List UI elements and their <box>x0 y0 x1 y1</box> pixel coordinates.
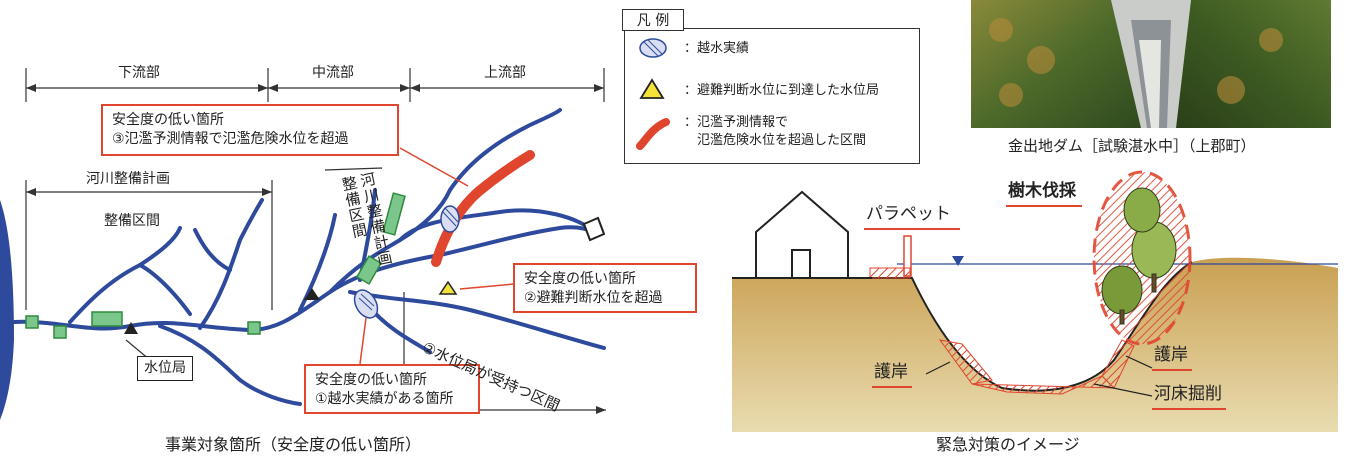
legend-title: 凡 例 <box>622 9 684 31</box>
segment-3 <box>91 311 123 327</box>
river-schematic <box>0 68 606 420</box>
dam-photo <box>971 0 1331 128</box>
estuary-edge <box>0 200 14 420</box>
callout-1-title: 安全度の低い箇所 <box>315 372 427 388</box>
revetment-right-shape <box>1101 339 1135 389</box>
tributary-mid <box>398 208 596 242</box>
tributary-bottom <box>158 324 302 406</box>
revetment-right-underline <box>1152 369 1192 371</box>
legend-exceeded-line1: ：氾濫予測情報で <box>684 115 789 130</box>
segment-6 <box>382 192 406 236</box>
exceeded-legend-icon <box>636 118 670 150</box>
dam-icon <box>582 216 606 242</box>
river-plan-range-label: 整備区間 <box>104 213 160 229</box>
callout-overflow-history: 安全度の低い箇所 ①越水実績がある箇所 <box>304 364 480 414</box>
riverbed-excavation-label: 河床掘削 <box>1154 384 1222 404</box>
tree-felling-underline <box>1006 205 1082 207</box>
callout-danger-level-exceeded: 安全度の低い箇所 ③氾濫予測情報で氾濫危険水位を超過 <box>101 104 399 156</box>
river-plan-label: 河川整備計画 <box>86 171 170 187</box>
tree-felling-label: 樹木伐採 <box>1008 181 1076 201</box>
left-caption: 事業対象箇所（安全度の低い箇所） <box>165 435 422 454</box>
segment-4 <box>247 321 261 335</box>
midstream-label: 中流部 <box>312 65 354 81</box>
legend-exceeded-line2: 氾濫危険水位を超過した区間 <box>684 132 867 148</box>
callout-1-detail: ①越水実績がある箇所 <box>315 390 454 407</box>
upstream-label: 上流部 <box>484 65 526 81</box>
revetment-left-underline <box>872 386 912 388</box>
tributary-south <box>368 306 432 354</box>
callout-evacuation-level-exceeded: 安全度の低い箇所 ②避難判断水位を超過 <box>513 263 697 313</box>
overflow-legend-icon <box>639 38 667 58</box>
parapet-underline <box>864 228 960 230</box>
tributary-north-2 <box>193 228 232 272</box>
callout-3-title: 安全度の低い箇所 <box>112 112 224 128</box>
legend-symbols <box>636 38 670 150</box>
house-icon <box>732 190 872 279</box>
tributary-north-1 <box>198 198 264 330</box>
legend-exceeded-label: ：氾濫予測情報で 氾濫危険水位を超過した区間 <box>684 114 866 149</box>
gauge-triangle-1 <box>124 322 138 334</box>
revetment-right-label: 護岸 <box>1154 345 1188 365</box>
water-level-marker <box>952 256 964 266</box>
tree-icons <box>1101 187 1177 325</box>
ground <box>732 257 1338 432</box>
gauge-station-label: 水位局 <box>137 356 193 381</box>
legend-gauge-label: ：避難判断水位に到達した水位局 <box>684 83 880 98</box>
revetment-left-label: 護岸 <box>874 362 908 382</box>
tributary-west-1 <box>68 226 182 324</box>
riverbed-excavation-underline <box>1152 408 1226 410</box>
riverbed-excavation-shape <box>971 375 1116 395</box>
tributary-upper <box>328 108 562 294</box>
gauge-triangle-2 <box>304 288 320 300</box>
parapet-label: パラペット <box>866 204 951 224</box>
gauge-legend-icon <box>639 78 665 99</box>
segment-2 <box>53 325 67 339</box>
callout-2-title: 安全度の低い箇所 <box>524 271 636 287</box>
right-caption: 緊急対策のイメージ <box>936 435 1080 454</box>
dam-photo-caption: 金出地ダム［試験湛水中］（上郡町） <box>1008 137 1256 155</box>
segment-5 <box>355 255 383 285</box>
river-cross-section <box>732 170 1338 432</box>
tributary-west-2 <box>138 263 192 316</box>
segment-1 <box>25 315 39 329</box>
exceeded-section <box>431 150 535 267</box>
tributary-midnorth <box>298 213 337 312</box>
tributary-lower <box>348 290 606 350</box>
legend-box <box>624 28 920 164</box>
callout-2-detail: ②避難判断水位を超過 <box>524 289 663 306</box>
downstream-label: 下流部 <box>118 65 160 81</box>
gauge-triangle-exceeded <box>438 280 458 295</box>
legend-overflow-label: ：越水実績 <box>684 41 750 56</box>
revetment-left-shape <box>938 339 993 385</box>
callout-3-detail: ③氾濫予測情報で氾濫危険水位を超過 <box>112 130 349 147</box>
